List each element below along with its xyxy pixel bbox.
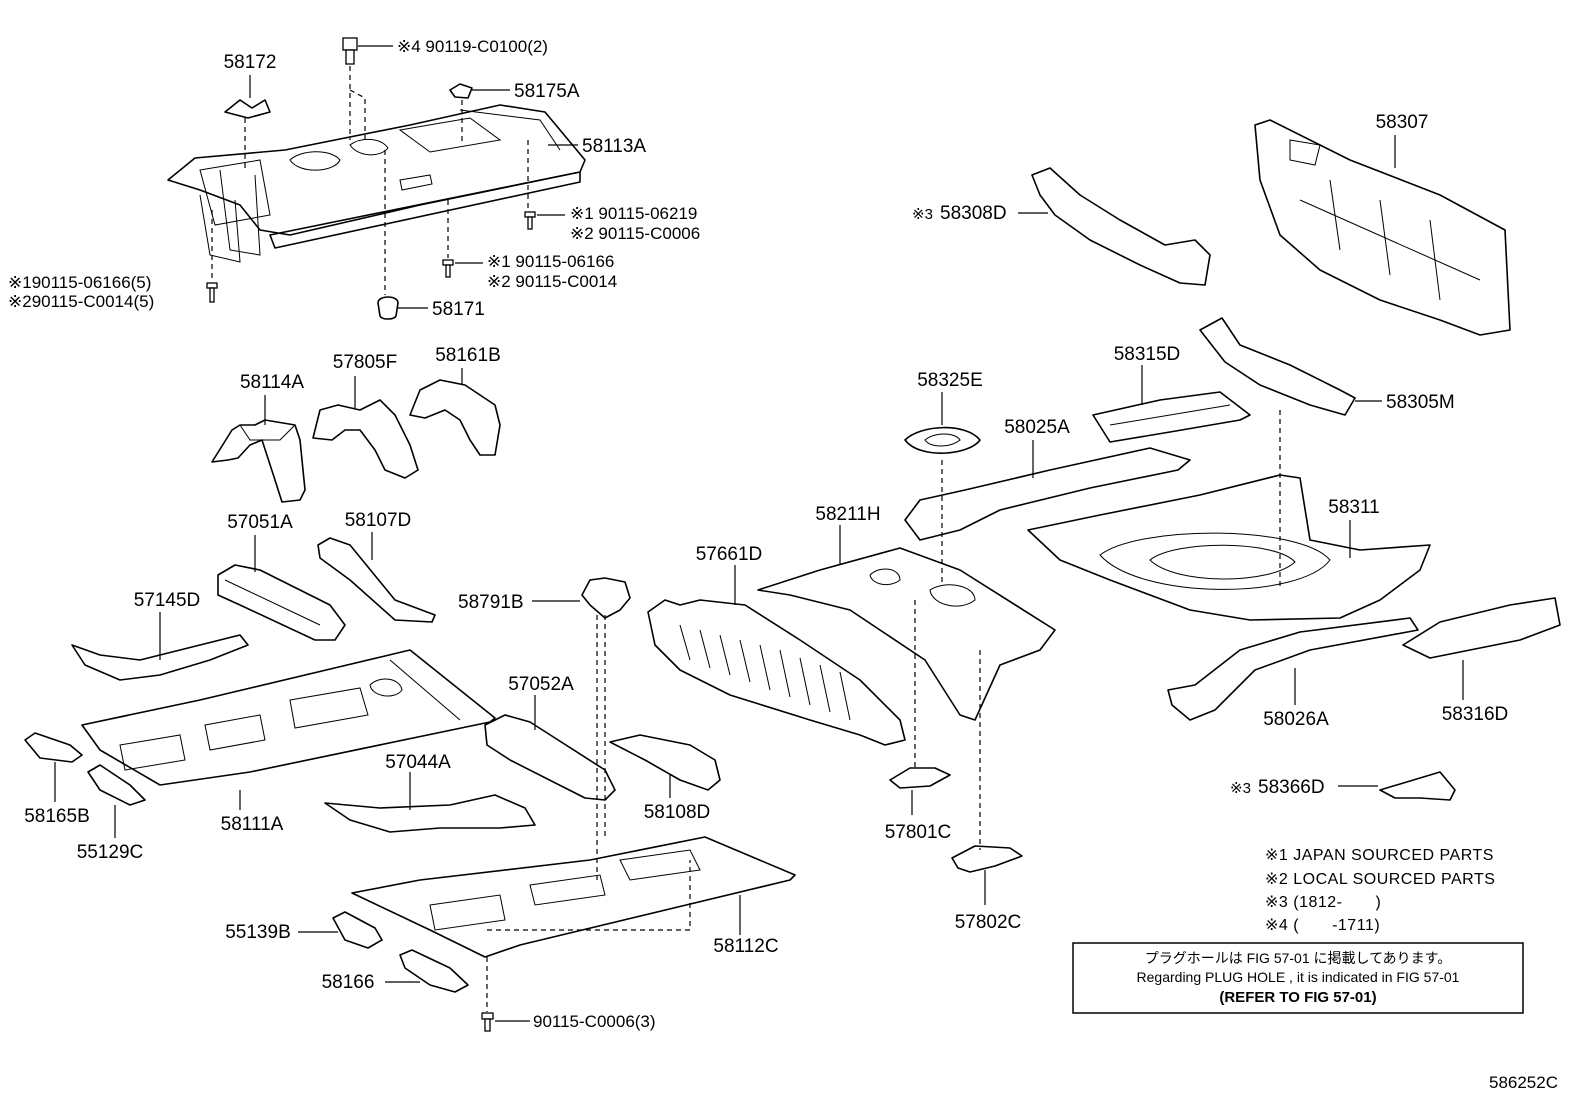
- label-58113A: 58113A: [582, 136, 646, 157]
- part-58108D-drawing: [609, 734, 721, 791]
- label-57051A: 57051A: [227, 512, 293, 533]
- part-58113A-drawing: [167, 104, 586, 263]
- plug-hole-note-box: [1072, 942, 1524, 1014]
- bolt-icon: [481, 1012, 494, 1032]
- label-58165B: 58165B: [24, 806, 90, 827]
- label-fastener-top: ※4 90119-C0100(2): [397, 37, 548, 56]
- figure-code: 586252C: [1489, 1073, 1558, 1092]
- label-fastener-r1b: ※2 90115-C0006: [570, 224, 700, 243]
- part-57661D-drawing: [647, 599, 906, 746]
- part-58211H-drawing: [757, 547, 1056, 721]
- label-58175A: 58175A: [514, 81, 580, 102]
- part-58161B-drawing: [409, 379, 501, 456]
- label-fastener-bottom: 90115-C0006(3): [533, 1012, 656, 1031]
- bolt-icon: [524, 211, 536, 230]
- label-58307: 58307: [1376, 112, 1429, 133]
- note-line-jp: プラグホールは FIG 57-01 に掲載してあります。: [1145, 950, 1452, 966]
- part-57051A-drawing: [217, 564, 346, 641]
- label-55139B: 55139B: [225, 922, 291, 943]
- part-58791B-drawing: [581, 577, 631, 619]
- label-58026A: 58026A: [1263, 709, 1329, 730]
- label-58316D: 58316D: [1442, 704, 1509, 725]
- label-fastener-l1: ※190115-06166(5): [8, 273, 151, 292]
- part-58316D-drawing: [1402, 597, 1561, 659]
- label-58161B: 58161B: [435, 345, 501, 366]
- label-58108D: 58108D: [644, 802, 711, 823]
- part-58172-drawing: [224, 99, 271, 119]
- part-58175A-drawing: [449, 83, 473, 99]
- label-57145D: 57145D: [134, 590, 201, 611]
- label-58308D: 58308D: [940, 203, 1007, 224]
- bolt-icon: [442, 259, 454, 278]
- label-57801C: 57801C: [885, 822, 952, 843]
- label-57052A: 57052A: [508, 674, 574, 695]
- part-58308D-drawing: [1031, 167, 1211, 286]
- label-58114A: 58114A: [240, 372, 304, 393]
- label-57805F: 57805F: [333, 352, 397, 373]
- label-58325E: 58325E: [917, 370, 983, 391]
- label-fastener-l2: ※290115-C0014(5): [8, 292, 154, 311]
- part-58315D-drawing: [1092, 391, 1251, 443]
- label-58171: 58171: [432, 299, 485, 320]
- part-58307-drawing: [1254, 119, 1511, 336]
- part-58366D-drawing: [1379, 771, 1456, 801]
- part-58025A-drawing: [904, 447, 1191, 541]
- label-58311: 58311: [1328, 497, 1379, 518]
- label-fastener-r2a: ※1 90115-06166: [487, 252, 614, 271]
- label-58111A: 58111A: [221, 814, 284, 835]
- part-57145D-drawing: [71, 634, 249, 681]
- label-58308D-mark: ※3: [912, 206, 933, 223]
- label-58305M: 58305M: [1386, 392, 1455, 413]
- part-57044A-drawing: [324, 794, 536, 833]
- legend-japan-sourced: ※1 JAPAN SOURCED PARTS: [1265, 847, 1494, 864]
- legend-note-3: ※3 (1812- ): [1265, 894, 1381, 911]
- part-57801C-drawing: [889, 767, 951, 789]
- label-58791B: 58791B: [458, 592, 524, 613]
- part-58026A-drawing: [1167, 617, 1419, 721]
- label-58107D: 58107D: [345, 510, 412, 531]
- label-57044A: 57044A: [385, 752, 451, 773]
- label-58166: 58166: [322, 972, 375, 993]
- label-58211H: 58211H: [815, 504, 880, 525]
- part-58107D-drawing: [317, 537, 436, 623]
- label-57661D: 57661D: [696, 544, 763, 565]
- part-58166-drawing: [399, 949, 469, 993]
- part-58311-drawing: [1027, 474, 1431, 621]
- part-57802C-drawing: [951, 845, 1023, 873]
- part-55129C-drawing: [87, 764, 146, 806]
- part-57805F-drawing: [312, 399, 419, 479]
- part-58325E-drawing: [904, 426, 981, 454]
- part-58305M-drawing: [1199, 317, 1356, 416]
- label-fastener-r2b: ※2 90115-C0014: [487, 272, 617, 291]
- label-58025A: 58025A: [1004, 417, 1070, 438]
- label-55129C: 55129C: [77, 842, 144, 863]
- label-58315D: 58315D: [1114, 344, 1181, 365]
- part-58112C-drawing: [351, 836, 796, 958]
- part-58171-drawing: [377, 296, 399, 320]
- bolt-icon: [342, 37, 358, 65]
- label-58366D: 58366D: [1258, 777, 1325, 798]
- legend-note-4: ※4 ( -1711): [1265, 917, 1380, 934]
- note-line-ref: (REFER TO FIG 57-01): [1219, 989, 1376, 1006]
- label-58112C: 58112C: [713, 936, 778, 957]
- label-57802C: 57802C: [955, 912, 1022, 933]
- legend-local-sourced: ※2 LOCAL SOURCED PARTS: [1265, 871, 1495, 888]
- part-57052A-drawing: [484, 714, 616, 801]
- label-fastener-r1a: ※1 90115-06219: [570, 204, 697, 223]
- part-55139B-drawing: [332, 911, 383, 949]
- label-58172: 58172: [224, 52, 277, 73]
- part-58165B-drawing: [24, 732, 83, 763]
- label-58366D-mark: ※3: [1230, 780, 1251, 797]
- bolt-icon: [206, 282, 218, 303]
- note-line-en: Regarding PLUG HOLE , it is indicated in…: [1137, 969, 1460, 985]
- part-58114A-drawing: [211, 419, 306, 503]
